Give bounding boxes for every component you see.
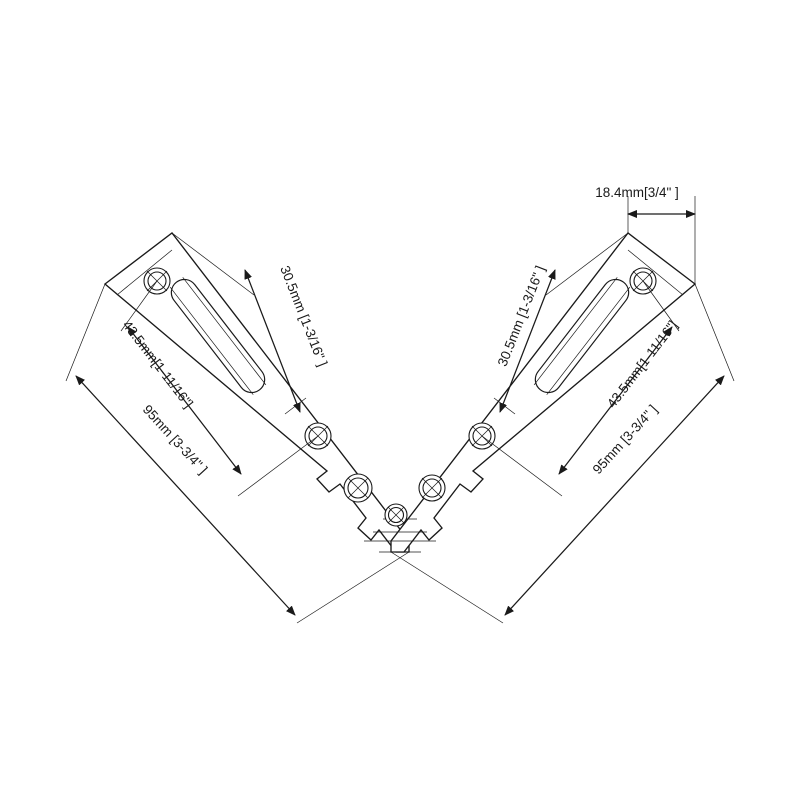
left-ext-line-apex — [296, 551, 410, 624]
left-ext-line-outer — [65, 283, 106, 382]
screw-apex — [384, 503, 408, 527]
right-dimension-group: 18.4mm[3/4" ] 30.5mm [1-3/16" ] 43.5mm[1… — [390, 185, 735, 624]
left-dim-label-30-5: 30.5mm [1-3/16" ] — [277, 264, 330, 369]
left-dim-line-95 — [75, 375, 296, 616]
left-ext-screw-outer — [120, 280, 158, 332]
right-dim-line-95 — [504, 375, 725, 616]
left-dim-label-95: 95mm [3-3/4" ] — [140, 402, 211, 477]
right-ext-screw-outer — [642, 280, 680, 332]
right-ext-screw-inner — [481, 435, 563, 497]
right-ext-line-apex — [390, 551, 504, 624]
right-dim-label-95: 95mm [3-3/4" ] — [590, 402, 661, 477]
left-ext-screw-inner — [237, 435, 319, 497]
right-ext-slot-top — [545, 232, 629, 296]
right-arm-end-edge — [627, 249, 684, 296]
left-ext-slot-top — [171, 232, 255, 296]
left-arm-end-edge — [116, 249, 173, 296]
screw-right-corner — [418, 474, 446, 502]
right-ext-line-outer — [694, 283, 735, 382]
right-dim-label-18-4: 18.4mm[3/4" ] — [595, 185, 679, 200]
screw-left-corner — [343, 473, 373, 503]
